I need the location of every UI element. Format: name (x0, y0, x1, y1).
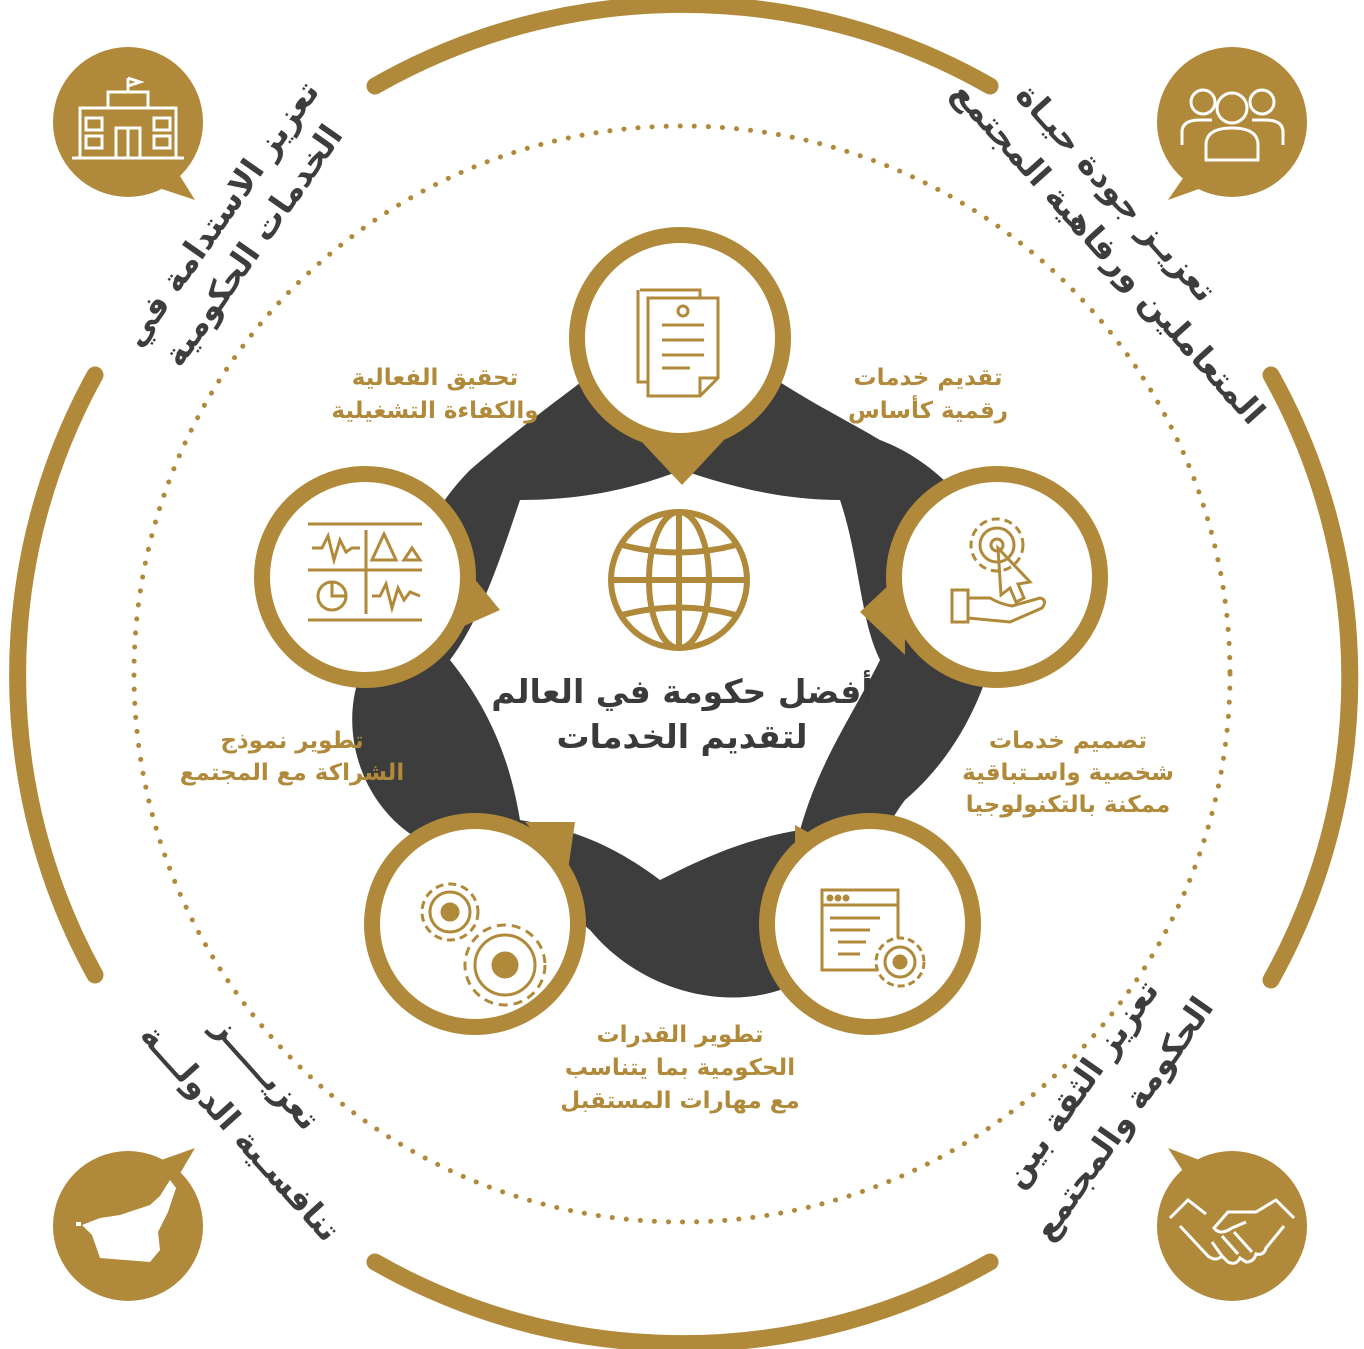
center-title-line1: أفضل حكومة في العالم (491, 670, 872, 712)
browser-gear-icon (820, 888, 926, 988)
dotted-ring (131, 123, 1233, 1225)
pillar-right-line3: ممكنة بالتكنولوجيا (966, 792, 1171, 818)
pillar-bottom-line3: مع مهارات المستقبل (560, 1088, 799, 1114)
pillar-top-left-line1: تحقيق الفعالية (352, 365, 519, 391)
node-bottom-right (759, 813, 981, 1035)
outer-ring (9, 0, 1359, 1349)
pillar-right-line2: شخصية واسـتباقية (962, 760, 1174, 786)
pillar-left-line1: تطوير نموذج (220, 728, 363, 754)
corner-badge-bottom-right (1157, 1148, 1307, 1301)
globe-icon (608, 509, 750, 651)
corner-badge-top-right (1157, 47, 1307, 200)
pillar-left-line2: الشراكة مع المجتمع (180, 760, 404, 786)
pillar-top-right-line2: رقمية كأساس (848, 394, 1008, 424)
hub-center-bg (450, 470, 880, 880)
pillar-bottom-line2: الحكومية بما يتناسب (565, 1055, 795, 1081)
community-people-icon (1180, 88, 1285, 162)
outer-arc-bottom (366, 1253, 999, 1349)
document-emblem-icon (636, 288, 720, 398)
center-title-line2: لتقديم الخدمات (557, 717, 808, 756)
dashboard-charts-icon (308, 522, 423, 622)
corner-badge-top-left (53, 47, 203, 200)
node-top (569, 227, 791, 485)
corner-badge-bottom-left (53, 1148, 203, 1301)
node-right (860, 466, 1108, 688)
outer-arc-top (366, 0, 999, 95)
pillar-bottom-line1: تطوير القدرات (596, 1022, 763, 1048)
pillar-top-left-line2: والكفاءة التشغيلية (331, 398, 538, 424)
outer-arc-right (1262, 366, 1359, 989)
node-left (254, 466, 500, 688)
pillar-labels: تحقيق الفعالية والكفاءة التشغيلية تقديم … (180, 365, 1174, 1114)
gears-icon (420, 882, 547, 1007)
gear-hand-cursor-icon (950, 517, 1047, 624)
outer-arc-left (9, 366, 104, 984)
uae-map-icon (76, 1180, 176, 1262)
handshake-icon (1168, 1198, 1296, 1265)
pillar-right-line1: تصميم خدمات (989, 728, 1147, 754)
pillar-top-right-line1: تقديم خدمات (853, 365, 1002, 391)
government-building-icon (72, 76, 184, 160)
node-bottom-left (364, 813, 586, 1035)
